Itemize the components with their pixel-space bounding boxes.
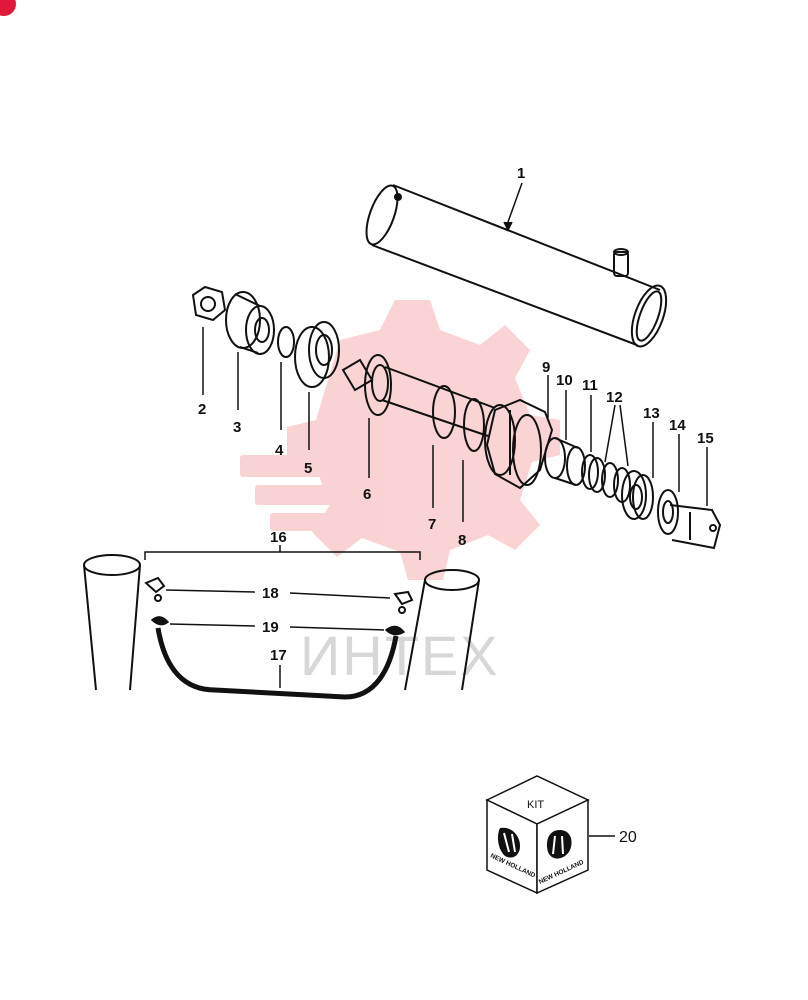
part-18-fittings bbox=[144, 576, 414, 614]
leader-18 bbox=[165, 589, 391, 599]
callout-8: 8 bbox=[458, 532, 466, 549]
leader-1 bbox=[503, 182, 523, 232]
leader-19 bbox=[169, 623, 385, 631]
callout-16: 16 bbox=[270, 529, 287, 546]
callout-13: 13 bbox=[643, 405, 660, 422]
part-8-backup-ring bbox=[463, 398, 485, 452]
callout-14: 14 bbox=[669, 417, 686, 434]
part-5-seal bbox=[294, 321, 340, 388]
part-9-piston bbox=[484, 398, 554, 490]
part-13-lock-nut bbox=[621, 470, 654, 520]
part-12-washers bbox=[601, 462, 631, 503]
part-4-o-ring bbox=[277, 326, 295, 358]
callout-6: 6 bbox=[363, 486, 371, 503]
callout-11: 11 bbox=[582, 377, 598, 394]
callout-18: 18 bbox=[262, 585, 279, 602]
new-holland-logo-right bbox=[546, 830, 572, 859]
part-19-clamps bbox=[150, 616, 406, 636]
watermark-gear-logo bbox=[240, 300, 560, 580]
part-2-nut bbox=[191, 285, 227, 322]
kit-label: KIT bbox=[527, 799, 544, 811]
part-10-sleeve bbox=[544, 437, 586, 486]
callout-3: 3 bbox=[233, 419, 241, 436]
callout-15: 15 bbox=[697, 430, 714, 447]
part-1-cylinder-barrel bbox=[365, 184, 668, 348]
leader-12 bbox=[604, 404, 629, 467]
callout-4: 4 bbox=[275, 442, 284, 459]
callout-17: 17 bbox=[270, 647, 287, 664]
callout-7: 7 bbox=[428, 516, 436, 533]
new-holland-logo-left bbox=[497, 827, 520, 858]
part-3-gland bbox=[225, 291, 275, 355]
callout-19: 19 bbox=[262, 619, 279, 636]
part-15-clevis bbox=[669, 504, 722, 550]
part-7-seal-ring bbox=[432, 385, 456, 439]
callout-2: 2 bbox=[198, 401, 206, 418]
part-17-hose bbox=[155, 627, 399, 700]
hose-cylinder-left bbox=[83, 554, 141, 691]
callout-20: 20 bbox=[619, 829, 637, 846]
bracket-16 bbox=[144, 545, 421, 560]
callout-1: 1 bbox=[517, 165, 525, 182]
callout-12: 12 bbox=[606, 389, 623, 406]
part-11-spring bbox=[581, 454, 606, 493]
corner-badge bbox=[0, 0, 16, 16]
callout-9: 9 bbox=[542, 359, 550, 376]
hose-cylinder-right bbox=[404, 569, 480, 691]
part-20-kit-box bbox=[485, 775, 590, 895]
part-14-washer bbox=[657, 489, 679, 535]
callout-10: 10 bbox=[556, 372, 573, 389]
callout-5: 5 bbox=[304, 460, 312, 477]
